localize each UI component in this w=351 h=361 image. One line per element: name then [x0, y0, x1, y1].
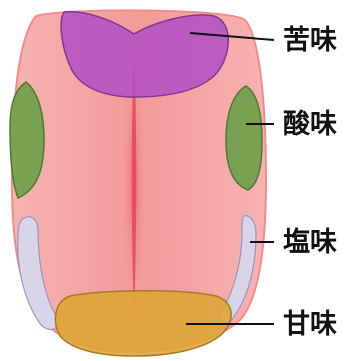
salty-label: 塩味 [283, 227, 337, 258]
sour-label: 酸味 [283, 109, 337, 140]
sweet-label: 甘味 [283, 309, 337, 340]
bitter-label: 苦味 [283, 25, 337, 56]
